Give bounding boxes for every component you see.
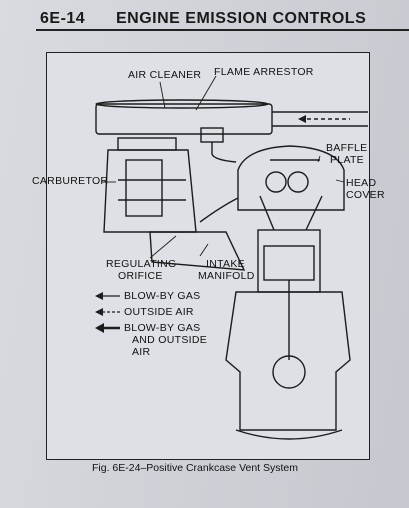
legend-mixed-line3: AIR bbox=[132, 346, 151, 358]
page-number: 6E-14 bbox=[40, 10, 86, 27]
legend-mixed-line2: AND OUTSIDE bbox=[132, 334, 208, 346]
crankshaft bbox=[272, 355, 306, 389]
label-manifold: MANIFOLD bbox=[198, 270, 255, 282]
piston bbox=[263, 245, 315, 281]
section-title: ENGINE EMISSION CONTROLS bbox=[116, 10, 367, 27]
air-cleaner-housing bbox=[95, 103, 273, 135]
page-header: 6E-14 ENGINE EMISSION CONTROLS bbox=[40, 8, 409, 30]
air-duct bbox=[272, 111, 368, 127]
legend-blow-by-gas: BLOW-BY GAS bbox=[124, 290, 201, 302]
pcv-hose bbox=[199, 197, 239, 223]
carburetor-body bbox=[103, 149, 197, 233]
label-air-cleaner: AIR CLEANER bbox=[128, 69, 202, 81]
crankcase bbox=[225, 291, 351, 431]
header-rule bbox=[36, 29, 409, 31]
figure-frame bbox=[46, 52, 370, 460]
label-carburetor: CARBURETOR bbox=[32, 175, 109, 187]
intake-manifold bbox=[149, 231, 246, 271]
legend-mixed-line1: BLOW-BY GAS bbox=[124, 322, 201, 334]
label-plate: PLATE bbox=[330, 154, 364, 166]
flame-arrestor-box bbox=[200, 127, 224, 143]
label-head: HEAD bbox=[346, 177, 377, 189]
carburetor-top bbox=[117, 137, 177, 151]
head-cover bbox=[237, 145, 345, 211]
label-intake: INTAKE bbox=[206, 258, 245, 270]
legend-outside-air: OUTSIDE AIR bbox=[124, 306, 194, 318]
label-baffle: BAFFLE bbox=[326, 142, 368, 154]
label-cover: COVER bbox=[346, 189, 385, 201]
figure-caption: Fig. 6E-24–Positive Crankcase Vent Syste… bbox=[92, 462, 299, 474]
label-regulating: REGULATING bbox=[106, 258, 177, 270]
label-flame-arrestor: FLAME ARRESTOR bbox=[214, 66, 314, 78]
label-orifice: ORIFICE bbox=[118, 270, 163, 282]
